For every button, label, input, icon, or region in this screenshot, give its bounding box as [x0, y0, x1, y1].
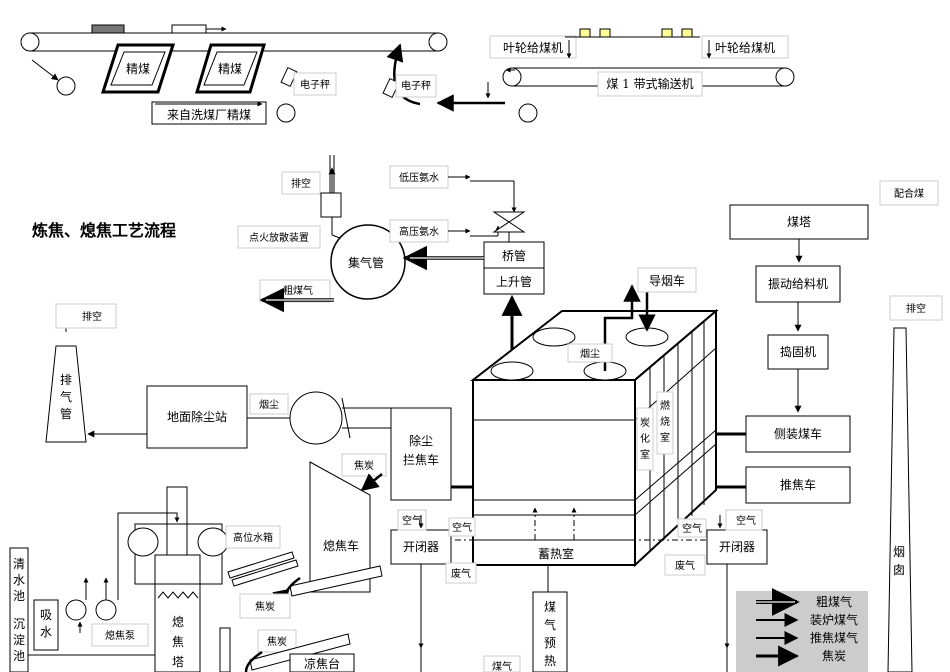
svg-text:水: 水 [40, 625, 52, 639]
svg-text:配合煤: 配合煤 [894, 187, 924, 200]
svg-text:排: 排 [60, 373, 72, 387]
switch-right: 开闭器 空气 空气 废气 [664, 509, 768, 672]
svg-text:焦炭: 焦炭 [822, 649, 846, 663]
svg-text:装炉煤气: 装炉煤气 [810, 612, 858, 627]
svg-text:精煤: 精煤 [126, 62, 150, 76]
svg-text:推焦车: 推焦车 [780, 477, 816, 492]
svg-text:焦炭: 焦炭 [255, 600, 275, 613]
svg-text:空气: 空气 [402, 514, 422, 527]
svg-text:排空: 排空 [906, 302, 926, 315]
svg-text:焦炭: 焦炭 [354, 459, 374, 472]
svg-text:空气: 空气 [736, 514, 756, 527]
svg-text:废气: 废气 [451, 567, 471, 580]
svg-text:气: 气 [544, 617, 556, 632]
svg-text:空气: 空气 [682, 522, 702, 535]
svg-text:拦焦车: 拦焦车 [403, 452, 439, 467]
svg-text:预: 预 [544, 636, 556, 650]
svg-text:粗煤气: 粗煤气 [283, 284, 313, 297]
coal-box-2: 精煤 [194, 43, 267, 94]
svg-text:桥管: 桥管 [502, 248, 526, 263]
gas-section: 排空 点火放散装置 集气管 低压氨水 高压氨水 桥管 上升管 [237, 155, 545, 370]
svg-text:烟尘: 烟尘 [580, 347, 600, 360]
svg-text:化: 化 [640, 432, 650, 445]
svg-text:熄: 熄 [172, 615, 184, 629]
svg-text:烟: 烟 [893, 545, 905, 559]
page-title: 炼焦、熄焦工艺流程 [32, 221, 176, 240]
svg-text:烟尘: 烟尘 [259, 398, 279, 411]
svg-text:上升管: 上升管 [496, 274, 532, 289]
svg-text:焦: 焦 [172, 635, 184, 649]
svg-text:烧: 烧 [660, 415, 670, 428]
svg-text:高压氨水: 高压氨水 [399, 225, 439, 238]
svg-text:粗煤气: 粗煤气 [816, 594, 852, 609]
svg-text:叶轮给煤机: 叶轮给煤机 [503, 41, 563, 55]
coke-oven-battery: 导烟车 烟尘 炭 化 室 燃 烧 室 蓄热室 [455, 267, 719, 568]
svg-text:囱: 囱 [893, 563, 905, 577]
switch-left: 开闭器 空气 空气 废气 [390, 509, 477, 672]
svg-text:开闭器: 开闭器 [719, 540, 755, 554]
svg-text:煤塔: 煤塔 [787, 215, 811, 229]
coal-box-1: 精煤 [100, 43, 176, 94]
svg-text:开闭器: 开闭器 [403, 540, 439, 554]
svg-text:淀: 淀 [13, 633, 25, 647]
svg-text:侧装煤车: 侧装煤车 [774, 426, 822, 441]
svg-text:池: 池 [13, 649, 25, 663]
svg-text:集气管: 集气管 [348, 255, 384, 270]
svg-text:焦炭: 焦炭 [267, 635, 287, 648]
svg-text:煤: 煤 [544, 600, 556, 614]
svg-text:蓄热室: 蓄热室 [538, 546, 574, 561]
svg-text:捣固机: 捣固机 [780, 344, 816, 359]
svg-text:凉焦台: 凉焦台 [304, 656, 340, 671]
svg-text:室: 室 [640, 448, 650, 461]
svg-text:排空: 排空 [82, 310, 102, 323]
svg-text:来自洗煤厂精煤: 来自洗煤厂精煤 [167, 108, 251, 122]
svg-text:高位水箱: 高位水箱 [233, 531, 273, 544]
bridge-riser: 桥管 上升管 [483, 241, 545, 295]
quenching-section: 焦炭 熄焦车 焦炭 焦炭 凉焦台 熄 焦 塔 高位水箱 熄焦泵 [9, 453, 387, 672]
svg-text:池: 池 [13, 589, 25, 603]
svg-text:吸: 吸 [40, 608, 52, 622]
legend: 粗煤气 装炉煤气 推焦煤气 焦炭 [736, 588, 868, 672]
svg-text:炭: 炭 [640, 417, 650, 429]
svg-text:室: 室 [660, 431, 670, 444]
svg-text:除尘: 除尘 [409, 433, 433, 448]
svg-text:熄焦车: 熄焦车 [323, 538, 359, 553]
svg-text:点火放散装置: 点火放散装置 [249, 231, 309, 244]
gas-preheat: 煤 气 预 热 煤气 [483, 565, 568, 672]
svg-text:振动给料机: 振动给料机 [768, 277, 828, 291]
svg-text:导烟车: 导烟车 [649, 273, 685, 288]
top-conveyor-section: 精煤 精煤 电子秤 来自洗煤厂精煤 电子秤 叶轮给煤机 叶轮给煤机 [20, 24, 795, 125]
svg-text:煤气: 煤气 [492, 660, 512, 672]
svg-text:空气: 空气 [452, 521, 472, 534]
svg-text:燃: 燃 [660, 399, 670, 412]
svg-text:叶轮给煤机: 叶轮给煤机 [715, 41, 775, 55]
svg-text:电子秤: 电子秤 [401, 79, 431, 92]
svg-text:低压氨水: 低压氨水 [399, 171, 439, 184]
svg-text:地面除尘站: 地面除尘站 [167, 409, 227, 424]
svg-text:排空: 排空 [291, 177, 311, 190]
svg-text:热: 热 [544, 654, 556, 668]
dust-removal-section: 排空 排 气 管 地面除尘站 烟尘 除尘 拦焦车 [45, 303, 452, 501]
svg-text:电子秤: 电子秤 [300, 78, 330, 91]
svg-text:水: 水 [13, 573, 25, 587]
svg-text:气: 气 [60, 389, 72, 404]
svg-text:清: 清 [13, 557, 25, 571]
svg-text:沉: 沉 [13, 617, 25, 631]
svg-text:废气: 废气 [675, 559, 695, 572]
svg-text:塔: 塔 [172, 655, 184, 669]
svg-text:管: 管 [60, 406, 72, 421]
svg-text:推焦煤气: 推焦煤气 [810, 630, 858, 645]
svg-text:煤 1 带式输送机: 煤 1 带式输送机 [606, 76, 693, 91]
svg-text:熄焦泵: 熄焦泵 [105, 629, 135, 642]
svg-text:精煤: 精煤 [218, 62, 242, 76]
